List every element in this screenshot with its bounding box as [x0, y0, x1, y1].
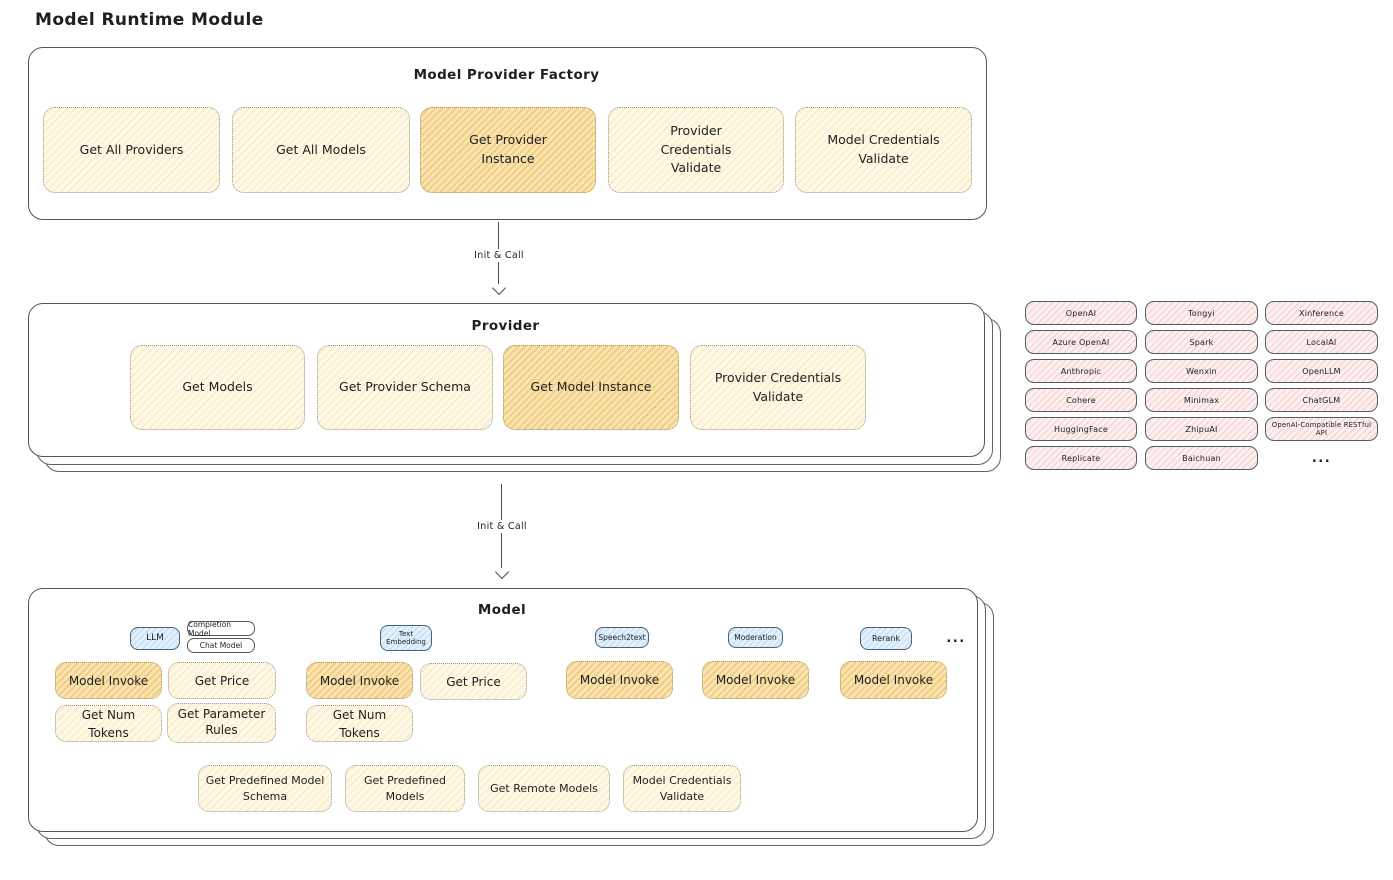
- node-embedding-get-price: Get Price: [420, 663, 527, 700]
- node-model-credentials-validate-2: Model Credentials Validate: [623, 765, 741, 812]
- provider-baichuan: Baichuan: [1145, 446, 1258, 470]
- provider-anthropic: Anthropic: [1025, 359, 1137, 383]
- node-provider-credentials-validate: Provider Credentials Validate: [608, 107, 784, 193]
- model-title: Model: [477, 602, 527, 618]
- node-get-all-providers: Get All Providers: [43, 107, 220, 193]
- node-llm-get-price: Get Price: [168, 662, 276, 699]
- node-model-credentials-validate: Model Credentials Validate: [795, 107, 972, 193]
- flow-label-init-call-1: Init & Call: [469, 249, 529, 262]
- arrow-head-icon-2: [494, 564, 510, 580]
- node-rerank-model-invoke: Model Invoke: [840, 661, 947, 699]
- flow-label-init-call-2: Init & Call: [472, 520, 532, 533]
- provider-huggingface: HuggingFace: [1025, 417, 1137, 441]
- badge-chat-model: Chat Model: [187, 638, 255, 653]
- node-get-provider-schema: Get Provider Schema: [317, 345, 493, 430]
- provider-openllm: OpenLLM: [1265, 359, 1378, 383]
- node-embedding-model-invoke: Model Invoke: [306, 662, 413, 699]
- node-provider-credentials-validate-2: Provider Credentials Validate: [690, 345, 866, 430]
- node-llm-get-num-tokens: Get Num Tokens: [55, 705, 162, 742]
- arrow-head-icon: [491, 280, 507, 296]
- factory-title: Model Provider Factory: [413, 67, 600, 83]
- provider-chatglm: ChatGLM: [1265, 388, 1378, 412]
- badge-rerank: Rerank: [860, 627, 912, 650]
- provider-spark: Spark: [1145, 330, 1258, 354]
- node-get-remote-models: Get Remote Models: [478, 765, 610, 812]
- provider-xinference: Xinference: [1265, 301, 1378, 325]
- badge-speech2text: Speech2text: [595, 627, 649, 648]
- provider-cohere: Cohere: [1025, 388, 1137, 412]
- provider-tongyi: Tongyi: [1145, 301, 1258, 325]
- badge-text-embedding: Text Embedding: [380, 625, 432, 651]
- provider-openai-compatible-restful-api: OpenAI-Compatible RESTful API: [1265, 417, 1378, 441]
- badge-llm: LLM: [130, 627, 180, 650]
- node-get-model-instance: Get Model Instance: [503, 345, 679, 430]
- node-get-predefined-models: Get Predefined Models: [345, 765, 465, 812]
- model-badges-more: ...: [946, 630, 966, 646]
- node-get-models: Get Models: [130, 345, 305, 430]
- node-get-provider-instance: Get Provider Instance: [420, 107, 596, 193]
- node-llm-get-parameter-rules: Get Parameter Rules: [167, 703, 276, 743]
- badge-moderation: Moderation: [728, 627, 783, 648]
- provider-grid-more: ...: [1311, 450, 1332, 466]
- provider-title: Provider: [471, 318, 540, 334]
- provider-zhipuai: ZhipuAI: [1145, 417, 1258, 441]
- node-get-predefined-model-schema: Get Predefined Model Schema: [198, 765, 332, 812]
- provider-localai: LocalAI: [1265, 330, 1378, 354]
- node-embedding-get-num-tokens: Get Num Tokens: [306, 705, 413, 742]
- node-speech2text-model-invoke: Model Invoke: [566, 661, 673, 699]
- provider-wenxin: Wenxin: [1145, 359, 1258, 383]
- page-title: Model Runtime Module: [35, 10, 264, 30]
- node-llm-model-invoke: Model Invoke: [55, 662, 162, 699]
- provider-openai: OpenAI: [1025, 301, 1137, 325]
- provider-replicate: Replicate: [1025, 446, 1137, 470]
- node-get-all-models: Get All Models: [232, 107, 410, 193]
- provider-minimax: Minimax: [1145, 388, 1258, 412]
- node-moderation-model-invoke: Model Invoke: [702, 661, 809, 699]
- badge-completion-model: Completion Model: [187, 620, 255, 638]
- provider-azure-openai: Azure OpenAI: [1025, 330, 1137, 354]
